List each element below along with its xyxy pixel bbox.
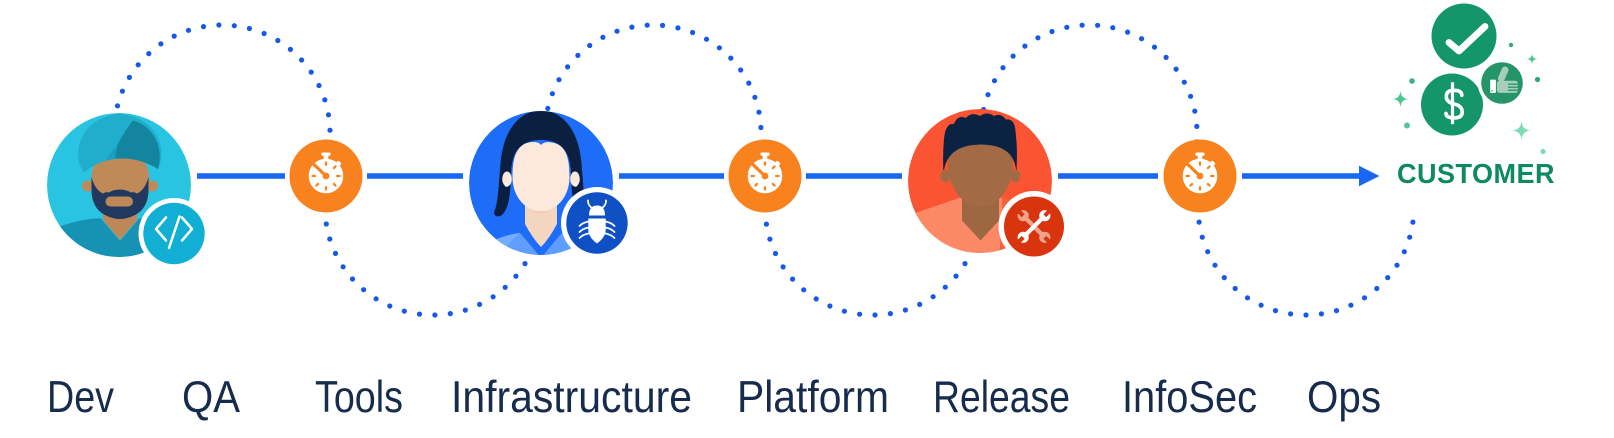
svg-text:Dev: Dev xyxy=(47,373,115,422)
svg-text:Release: Release xyxy=(933,373,1070,422)
svg-text:CUSTOMER: CUSTOMER xyxy=(1397,158,1555,189)
svg-text:InfoSec: InfoSec xyxy=(1122,373,1257,422)
svg-text:Infrastructure: Infrastructure xyxy=(451,373,692,422)
svg-text:QA: QA xyxy=(182,373,240,422)
svg-text:Tools: Tools xyxy=(315,373,403,422)
svg-text:Ops: Ops xyxy=(1307,373,1381,422)
svg-text:Platform: Platform xyxy=(737,373,889,422)
